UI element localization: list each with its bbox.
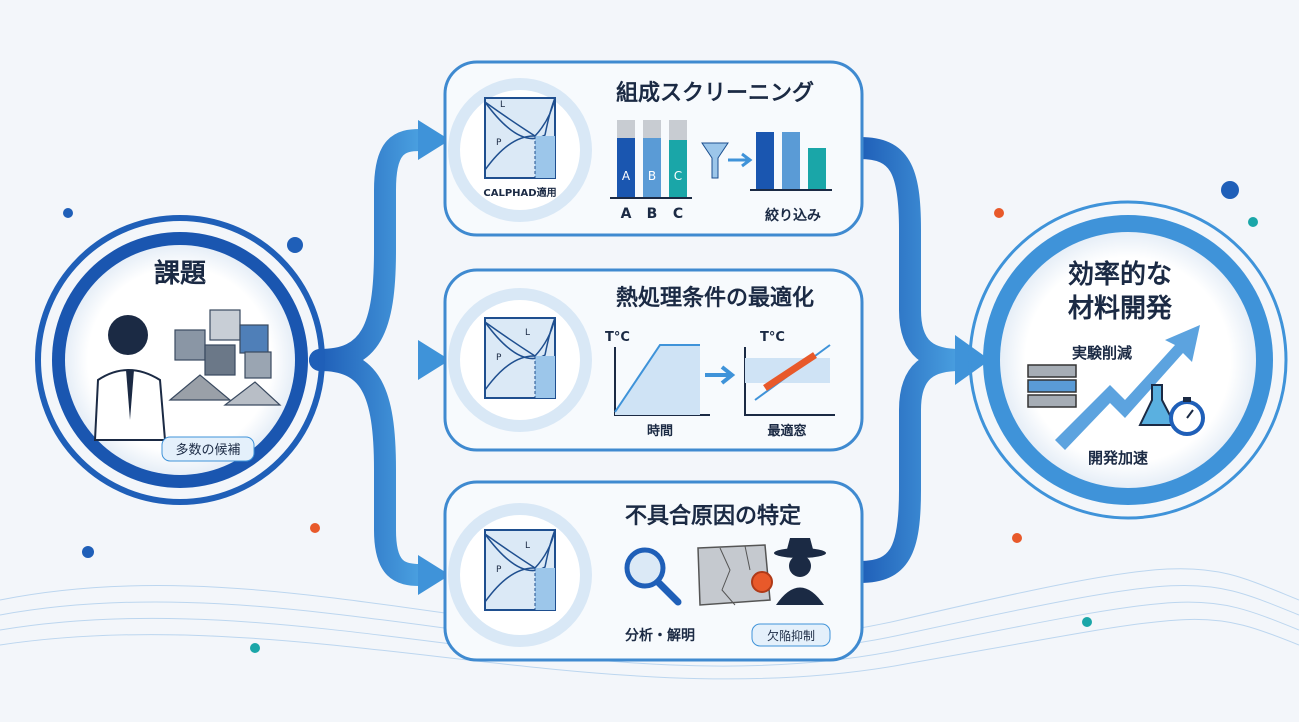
svg-text:L: L	[525, 328, 530, 338]
problem-tag	[161, 436, 255, 462]
flow-arrows	[309, 129, 971, 586]
step-title: 熱処理条件の最適化	[616, 285, 814, 311]
cracked-material-icon	[697, 544, 773, 606]
growth-arrow-icon	[1055, 325, 1200, 450]
layers-icon	[1027, 364, 1077, 408]
material-cubes-icon	[168, 309, 282, 406]
outcome-circle: 効率的な 材料開発 実験削減 開発加速	[968, 200, 1288, 520]
svg-text:A: A	[621, 206, 632, 222]
problem-circle: 課題 多数の候補	[35, 215, 325, 505]
problem-tag-label: 多数の候補	[175, 442, 240, 458]
arrow-heads	[418, 120, 990, 595]
stopwatch-icon	[1169, 397, 1205, 436]
step-title: 組成スクリーニング	[616, 80, 814, 106]
step-panel-heat-treatment: L P 熱処理条件の最適化 T°C 時間 T°C 最適窓	[443, 268, 864, 452]
svg-text:最適窓: 最適窓	[767, 423, 806, 439]
decor-dots	[63, 181, 1258, 653]
composition-bars: A B C A B C	[610, 120, 692, 222]
svg-text:L: L	[525, 541, 530, 551]
svg-text:P: P	[496, 138, 502, 148]
svg-text:分析・解明: 分析・解明	[625, 627, 695, 644]
step-title: 不具合原因の特定	[625, 503, 801, 529]
svg-text:効率的な: 効率的な	[1068, 259, 1172, 290]
magnifier-icon	[624, 547, 682, 606]
svg-text:B: B	[648, 169, 656, 183]
svg-text:L: L	[500, 100, 505, 110]
researcher-icon	[93, 315, 167, 441]
svg-text:材料開発: 材料開発	[1068, 294, 1173, 324]
svg-text:B: B	[647, 206, 658, 222]
svg-text:T°C: T°C	[760, 330, 785, 345]
narrowed-label: 絞り込み	[765, 207, 821, 224]
svg-text:C: C	[674, 169, 682, 183]
filtered-bars	[750, 132, 832, 191]
svg-text:開発加速: 開発加速	[1088, 449, 1148, 467]
problem-title: 課題	[154, 258, 207, 289]
funnel-icon	[701, 142, 729, 179]
svg-text:実験削減: 実験削減	[1072, 344, 1132, 362]
step-panel-screening: L P CALPHAD適用 組成スクリーニング A B C A B C 絞り込み	[443, 60, 864, 237]
svg-text:A: A	[622, 169, 631, 183]
step-panel-root-cause: L P 不具合原因の特定 分析・解明 欠陥抑制	[443, 480, 864, 662]
defect-tag: 欠陥抑制	[767, 628, 815, 643]
calphad-label: CALPHAD適用	[483, 186, 556, 199]
detective-icon	[774, 538, 826, 605]
svg-text:T°C: T°C	[605, 330, 630, 345]
svg-text:P: P	[496, 565, 502, 575]
svg-text:P: P	[496, 353, 502, 363]
svg-text:時間: 時間	[647, 423, 673, 439]
svg-text:C: C	[673, 206, 683, 222]
